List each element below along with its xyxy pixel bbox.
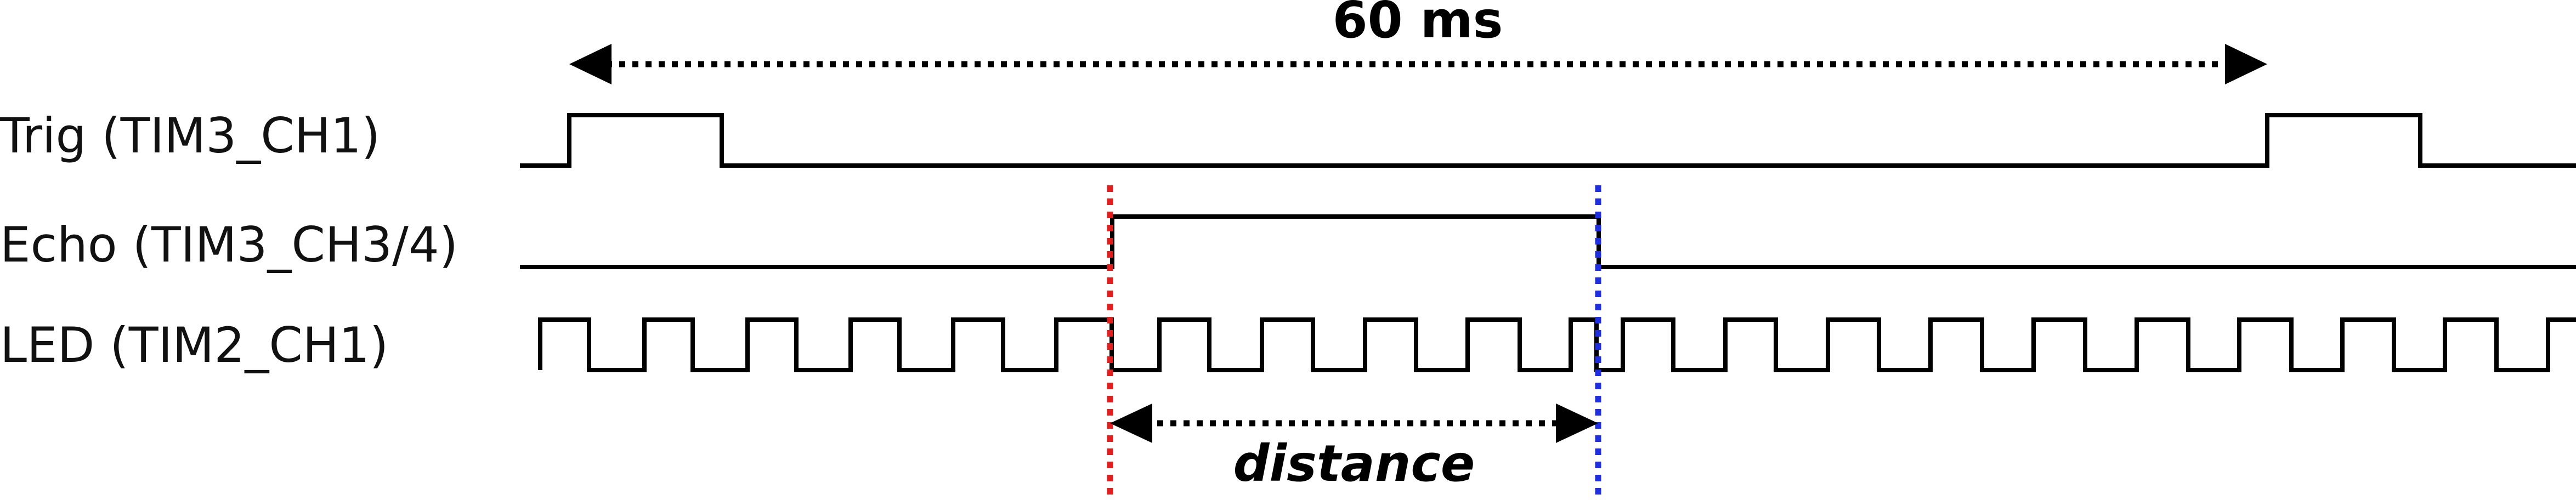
trig-waveform — [520, 113, 2576, 168]
distance-arrow-right-head — [1556, 404, 1598, 443]
led-signal-label: LED (TIM2_CH1) — [0, 317, 388, 373]
distance-arrow — [1110, 404, 1598, 443]
echo-waveform — [520, 214, 2576, 269]
period-label: 60 ms — [1333, 0, 1503, 49]
distance-label: distance — [1233, 434, 1475, 493]
period-arrow-left-head — [569, 44, 612, 84]
trig-signal-label: Trig (TIM3_CH1) — [0, 107, 380, 164]
distance-arrow-left-head — [1110, 404, 1152, 443]
echo-signal-label: Echo (TIM3_CH3/4) — [0, 217, 458, 273]
period-arrow-right-head — [2225, 44, 2267, 84]
period-arrow — [569, 44, 2267, 84]
led-waveform — [538, 317, 2576, 372]
